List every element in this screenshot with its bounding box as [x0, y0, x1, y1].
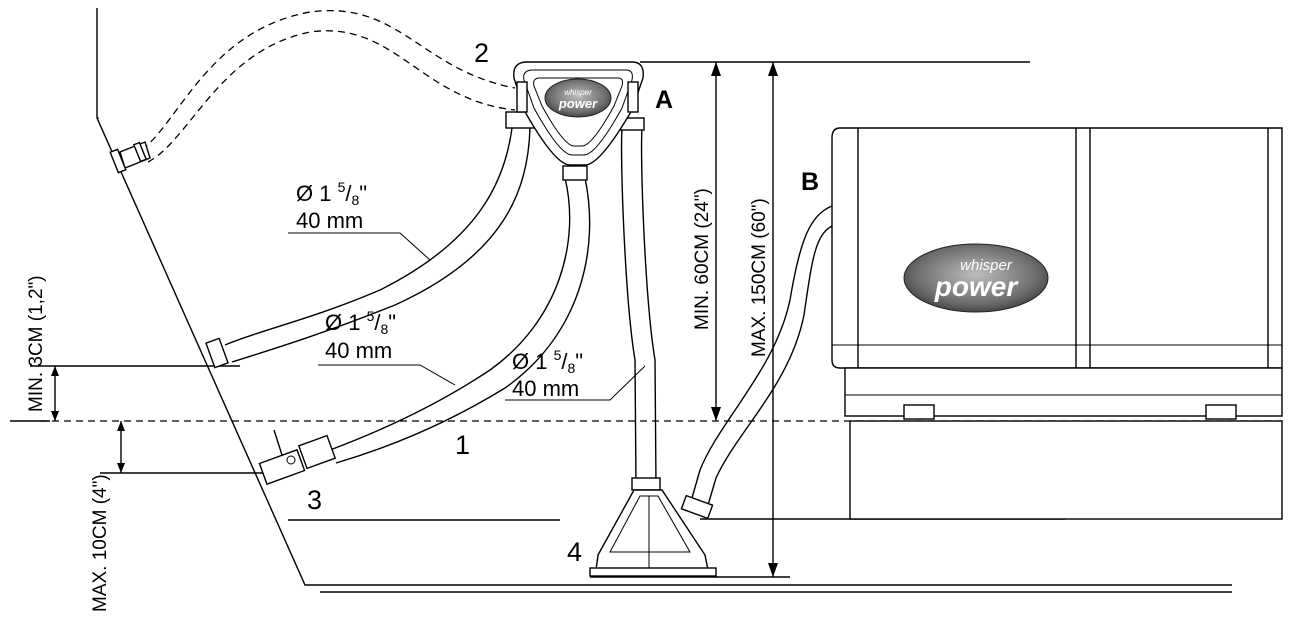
generator: whisper power — [831, 127, 1283, 520]
dimension-min-3cm: MIN. 3CM (1,2") — [26, 275, 59, 421]
upper-hull-fitting — [109, 141, 151, 174]
dimension-max-150cm-label: MAX. 150CM (60") — [749, 198, 770, 357]
dimension-max-10cm-label: MAX. 10CM (4") — [90, 474, 111, 612]
vent-logo-bottom: power — [558, 96, 598, 111]
svg-text:40 mm: 40 mm — [296, 208, 363, 233]
dimension-min-60cm: MIN. 60CM (24") — [692, 62, 721, 421]
inlet-valve — [258, 429, 306, 486]
dimension-max-10cm: MAX. 10CM (4") — [90, 421, 125, 612]
vent-loop: whisper power — [513, 61, 644, 166]
label-a: A — [655, 86, 673, 114]
dimension-max-150cm: MAX. 150CM (60") — [749, 62, 778, 577]
dimension-min-60cm-label: MIN. 60CM (24") — [692, 188, 713, 330]
svg-text:40 mm: 40 mm — [325, 338, 392, 363]
generator-logo-bottom: power — [934, 271, 1020, 302]
waterlock-muffler — [589, 489, 717, 577]
label-2-vent-loop: 2 — [474, 38, 489, 68]
boat-hull — [96, 8, 1232, 593]
label-1-waterline: 1 — [455, 430, 470, 460]
hose-generator-to-muffler — [680, 205, 833, 520]
label-b: B — [801, 168, 819, 196]
alternative-hose-route — [141, 10, 516, 163]
hose-vent-to-inlet — [297, 165, 591, 470]
hose-label-2: Ø 1 5/8" 40 mm — [325, 308, 396, 363]
svg-text:Ø 1 5/8": Ø 1 5/8" — [296, 179, 367, 208]
hose-label-1: Ø 1 5/8" 40 mm — [296, 179, 367, 233]
dimension-min-3cm-label: MIN. 3CM (1,2") — [26, 275, 47, 412]
svg-text:40 mm: 40 mm — [512, 376, 579, 401]
hose-vent-to-hull — [205, 111, 535, 369]
label-3-inlet: 3 — [307, 485, 322, 515]
label-4-muffler: 4 — [567, 537, 582, 567]
generator-logo-top: whisper — [960, 257, 1013, 274]
vent-logo-top: whisper — [564, 88, 592, 97]
svg-text:Ø 1 5/8": Ø 1 5/8" — [325, 308, 396, 337]
hose-vent-to-muffler — [619, 117, 661, 491]
hose-label-leaders — [288, 232, 646, 401]
hose-label-3: Ø 1 5/8" 40 mm — [512, 347, 583, 401]
svg-text:Ø 1 5/8": Ø 1 5/8" — [512, 347, 583, 376]
